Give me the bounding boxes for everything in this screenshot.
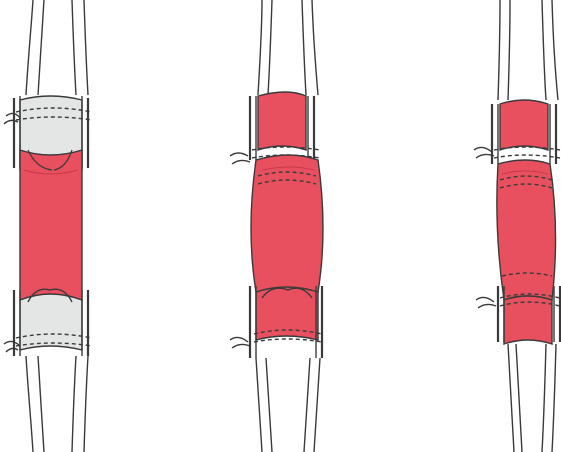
cuff-lower: [230, 286, 322, 358]
vessel-upper-stump: [258, 0, 318, 95]
panel-left: [4, 0, 92, 452]
vessel-lower-stump: [256, 358, 320, 452]
panel-middle: [230, 0, 323, 452]
cuff-lower: [4, 289, 92, 356]
graft-upper-end: [258, 92, 306, 150]
graft-segment: [20, 150, 82, 300]
graft-upper-end: [500, 100, 548, 150]
graft-segment: [497, 160, 556, 300]
vessel-upper-stump: [26, 0, 88, 95]
graft-segment: [251, 155, 323, 292]
vessel-lower-stump: [508, 344, 556, 452]
vessel-upper-stump: [498, 0, 558, 100]
panel-right: [474, 0, 560, 452]
vessel-lower-stump: [26, 356, 88, 452]
